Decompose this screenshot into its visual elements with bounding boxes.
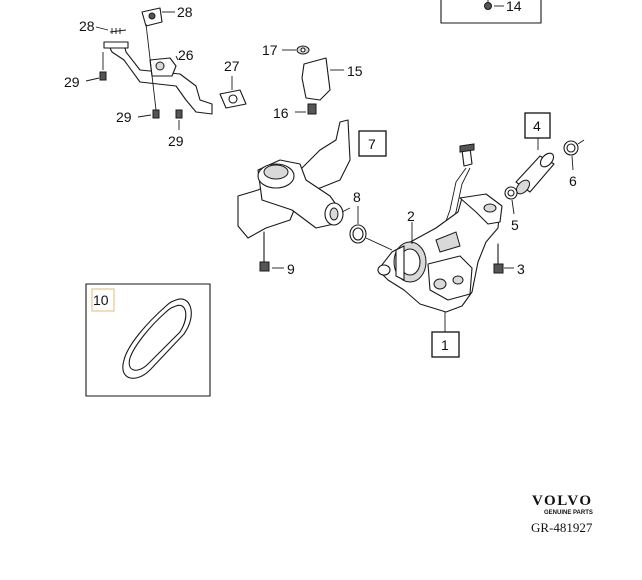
label-16: 16 <box>273 105 289 121</box>
label-14: 14 <box>506 0 522 14</box>
label-10: 10 <box>93 292 109 308</box>
label-2: 2 <box>407 208 415 224</box>
logo-brand: VOLVO <box>532 493 593 509</box>
label-15: 15 <box>347 63 363 79</box>
label-28-top: 28 <box>177 4 193 20</box>
label-3: 3 <box>517 261 525 277</box>
part-16-bolt <box>307 103 317 115</box>
pipe-4-group: 4 5 6 <box>504 112 585 233</box>
label-9: 9 <box>287 261 295 277</box>
oil-pump-group: 2 3 1 <box>377 143 525 358</box>
label-27: 27 <box>224 58 240 74</box>
logo-tagline: GENUINE PARTS <box>544 510 593 516</box>
label-10-box <box>91 288 115 312</box>
vacuum-pump-group: 7 9 8 <box>237 119 393 277</box>
label-29-mid: 29 <box>116 109 132 125</box>
label-29-low: 29 <box>168 133 184 149</box>
label-6: 6 <box>569 173 577 189</box>
label-1: 1 <box>441 337 449 353</box>
label-29-left: 29 <box>64 74 80 90</box>
label-1-box <box>431 331 460 358</box>
reference-number: GR-481927 <box>531 520 593 535</box>
label-7-box <box>358 130 387 157</box>
label-4-box <box>524 112 551 139</box>
label-5: 5 <box>511 217 519 233</box>
part-14-frame <box>440 0 542 24</box>
belt-10-group: 10 <box>85 283 211 397</box>
label-28-left: 28 <box>79 18 95 34</box>
bracket-15-group: 17 15 16 <box>262 42 363 121</box>
label-17: 17 <box>262 42 278 58</box>
label-4: 4 <box>533 118 541 134</box>
volvo-logo: VOLVO GENUINE PARTS <box>532 493 593 516</box>
label-8: 8 <box>353 189 361 205</box>
part-15-bracket <box>301 57 331 101</box>
oil-pipe-assembly: 28 28 26 27 29 29 29 <box>64 4 247 149</box>
label-26: 26 <box>178 47 194 63</box>
label-7: 7 <box>368 136 376 152</box>
part-14-group: 14 <box>440 0 542 24</box>
part-14-bolt <box>484 2 492 10</box>
